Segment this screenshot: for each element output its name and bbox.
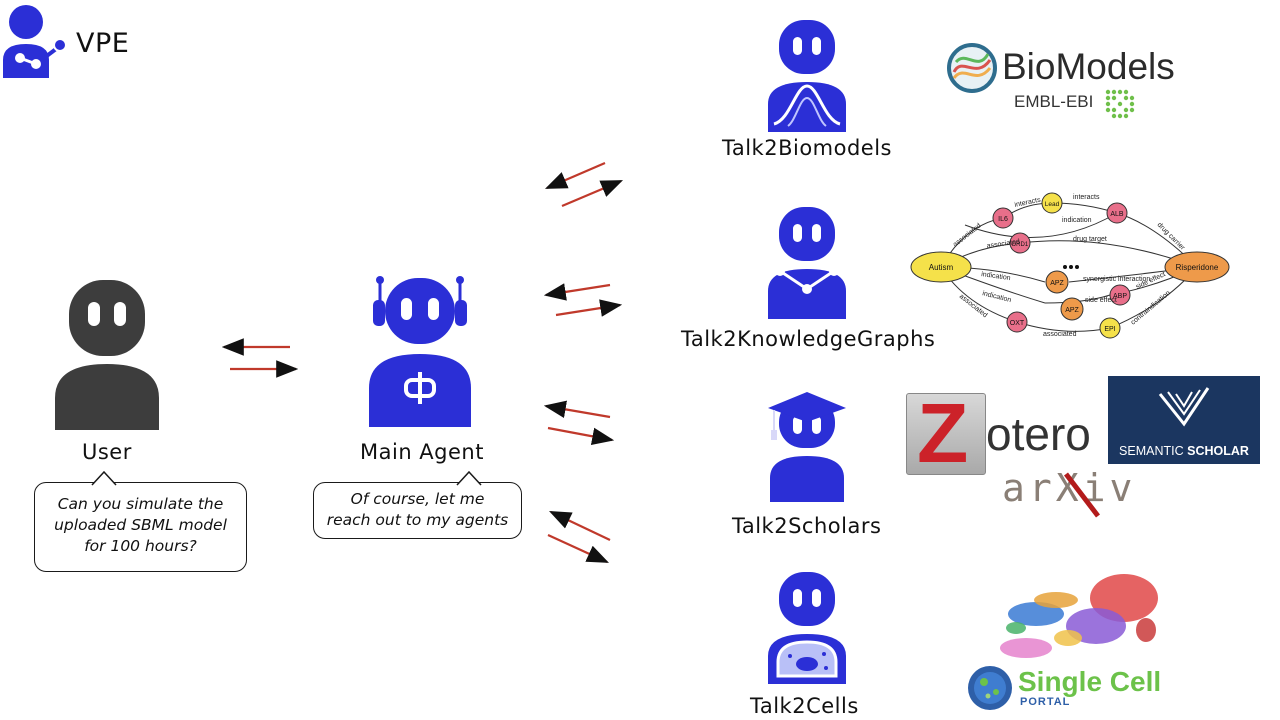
talk2scholars-robot-icon bbox=[766, 390, 848, 502]
agent-label-talk2cells: Talk2Cells bbox=[750, 694, 859, 718]
kg-node-abp bbox=[1109, 284, 1131, 306]
kg-node-label: Autism bbox=[929, 263, 954, 272]
kg-node-label: EPI bbox=[1104, 326, 1115, 333]
agent-label-talk2knowledgegraphs: Talk2KnowledgeGraphs bbox=[681, 327, 936, 351]
app-title: VPE bbox=[76, 28, 130, 59]
main-agent-label: Main Agent bbox=[360, 440, 484, 464]
user-message-line: uploaded SBML model bbox=[54, 516, 227, 534]
main-agent-message-line: reach out to my agents bbox=[326, 511, 509, 529]
user-message-line: for 100 hours? bbox=[84, 537, 197, 555]
zotero-z-tile: Z bbox=[906, 388, 986, 478]
single-cell-subtitle: PORTAL bbox=[1020, 696, 1071, 708]
kg-node-label: APZ bbox=[1065, 307, 1079, 314]
kg-ellipsis-icon bbox=[1063, 265, 1079, 269]
kg-edge-label: drug carrier bbox=[1156, 221, 1187, 252]
talk2biomodels-robot-icon bbox=[766, 20, 848, 132]
single-cell-title: Single Cell bbox=[1018, 666, 1162, 697]
kg-node-label: ABP bbox=[1113, 293, 1127, 300]
kg-node-il6 bbox=[992, 207, 1014, 229]
user-message-line: Can you simulate the bbox=[57, 495, 224, 513]
single-cell-portal-logo: Single Cell PORTAL bbox=[966, 664, 1176, 712]
agent-label-talk2scholars: Talk2Scholars bbox=[732, 514, 882, 538]
arrow-from-cells bbox=[549, 511, 611, 541]
kg-node-alb bbox=[1106, 202, 1128, 224]
kg-edge-label: indication bbox=[1062, 217, 1092, 224]
kg-node-autism bbox=[910, 251, 972, 283]
embl-dots-icon bbox=[1105, 89, 1135, 119]
talk2cells-robot-icon bbox=[766, 572, 848, 684]
kg-edge-label: associated bbox=[1043, 331, 1077, 338]
kg-node-lead bbox=[1041, 192, 1063, 214]
single-cell-umap-image bbox=[1000, 574, 1158, 658]
kg-node-label: DRD1 bbox=[1012, 242, 1029, 248]
semantic-scholar-logo: SEMANTIC SCHOLAR bbox=[1108, 376, 1260, 464]
kg-node-label: APZ bbox=[1050, 280, 1064, 287]
arrow-to-kg bbox=[555, 299, 623, 317]
agent-label-talk2biomodels: Talk2Biomodels bbox=[722, 136, 892, 160]
main-agent-speech-bubble: Of course, let me reach out to my agents bbox=[313, 482, 522, 539]
main-agent-bubble-tail bbox=[456, 470, 482, 486]
kg-edge-label: drug target bbox=[1073, 236, 1107, 243]
kg-node-risperidone bbox=[1164, 251, 1230, 283]
main-agent-message-line: Of course, let me bbox=[350, 490, 485, 508]
arrow-from-biomodels bbox=[544, 161, 606, 190]
kg-edge-label: contraindication bbox=[1130, 290, 1172, 327]
kg-edge-label: indication bbox=[982, 290, 1012, 304]
biomodels-sub: EMBL-EBI bbox=[1014, 92, 1094, 111]
arrow-to-biomodels bbox=[561, 179, 624, 208]
zotero-logo: Z otero bbox=[906, 388, 1096, 478]
user-bubble-tail bbox=[91, 470, 117, 486]
zotero-wordmark: otero bbox=[986, 408, 1091, 460]
semantic-scholar-left: SEMANTIC bbox=[1119, 444, 1184, 458]
kg-edge-label: associated bbox=[986, 238, 1020, 250]
kg-node-epi bbox=[1099, 317, 1121, 339]
single-cell-globe-icon bbox=[968, 666, 1012, 710]
main-agent-robot-icon bbox=[365, 272, 475, 427]
biomodels-name: BioModels bbox=[1002, 46, 1175, 87]
talk2knowledgegraphs-robot-icon bbox=[766, 207, 848, 319]
kg-node-label: ALB bbox=[1110, 211, 1124, 218]
kg-node-oxt bbox=[1006, 311, 1028, 333]
arrow-from-scholars bbox=[543, 400, 611, 419]
biomodels-logo: BioModels EMBL-EBI bbox=[944, 40, 1184, 122]
kg-node-label: Risperidone bbox=[1176, 263, 1219, 272]
knowledge-graph: Autism Risperidone IL6 Lead ALB DRD1 APZ… bbox=[910, 192, 1230, 339]
kg-edge-label: synergistic interaction bbox=[1083, 276, 1150, 283]
vpe-logo-icon bbox=[0, 2, 70, 78]
kg-edge-label: interacts bbox=[1073, 194, 1100, 201]
kg-node-apz bbox=[1060, 297, 1084, 321]
arxiv-logo: arXiv bbox=[1002, 466, 1142, 520]
arrow-to-cells bbox=[547, 533, 610, 564]
kg-node-label: IL6 bbox=[998, 216, 1008, 223]
kg-node-label: OXT bbox=[1010, 320, 1025, 327]
arrow-from-kg bbox=[543, 283, 611, 301]
kg-node-label: Lead bbox=[1045, 201, 1060, 208]
kg-edge-label: side effect bbox=[1085, 297, 1117, 304]
user-speech-bubble: Can you simulate the uploaded SBML model… bbox=[34, 482, 247, 572]
user-avatar-icon bbox=[52, 280, 162, 430]
user-label: User bbox=[82, 440, 132, 464]
kg-node-apz bbox=[1045, 270, 1069, 294]
kg-edge-label: indication bbox=[981, 271, 1011, 282]
kg-edge-label: interacts bbox=[1014, 197, 1042, 209]
semantic-scholar-book-icon bbox=[1158, 387, 1210, 427]
zotero-z-letter: Z bbox=[917, 386, 969, 480]
kg-node-drd1 bbox=[1009, 232, 1031, 254]
arxiv-x-mark bbox=[1064, 472, 1100, 518]
arrow-to-scholars bbox=[547, 426, 615, 446]
semantic-scholar-right: SCHOLAR bbox=[1187, 444, 1249, 458]
biomodels-globe-icon bbox=[947, 43, 997, 93]
